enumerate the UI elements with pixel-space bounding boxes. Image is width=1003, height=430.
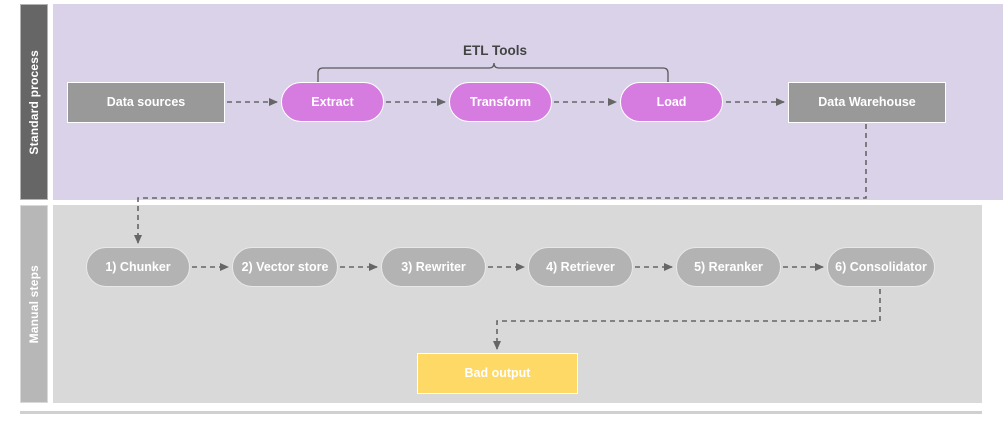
node-chunker[interactable]: 1) Chunker bbox=[86, 247, 190, 287]
lane-label-standard-process: Standard process bbox=[27, 49, 41, 155]
lane-header-standard-process: Standard process bbox=[20, 4, 48, 200]
node-retriever[interactable]: 4) Retriever bbox=[528, 247, 633, 287]
node-extract[interactable]: Extract bbox=[281, 82, 384, 122]
node-load[interactable]: Load bbox=[620, 82, 723, 122]
node-consolidator[interactable]: 6) Consolidator bbox=[827, 247, 935, 287]
etl-tools-label: ETL Tools bbox=[463, 43, 527, 58]
node-vector-store[interactable]: 2) Vector store bbox=[232, 247, 338, 287]
node-transform[interactable]: Transform bbox=[449, 82, 552, 122]
node-data-warehouse[interactable]: Data Warehouse bbox=[788, 82, 946, 123]
node-data-sources[interactable]: Data sources bbox=[67, 82, 225, 123]
node-rewriter[interactable]: 3) Rewriter bbox=[381, 247, 486, 287]
lane-label-manual-steps: Manual steps bbox=[27, 264, 41, 344]
lane-header-manual-steps: Manual steps bbox=[20, 205, 48, 403]
node-bad-output[interactable]: Bad output bbox=[417, 353, 578, 394]
node-reranker[interactable]: 5) Reranker bbox=[676, 247, 781, 287]
bottom-divider bbox=[20, 411, 982, 414]
